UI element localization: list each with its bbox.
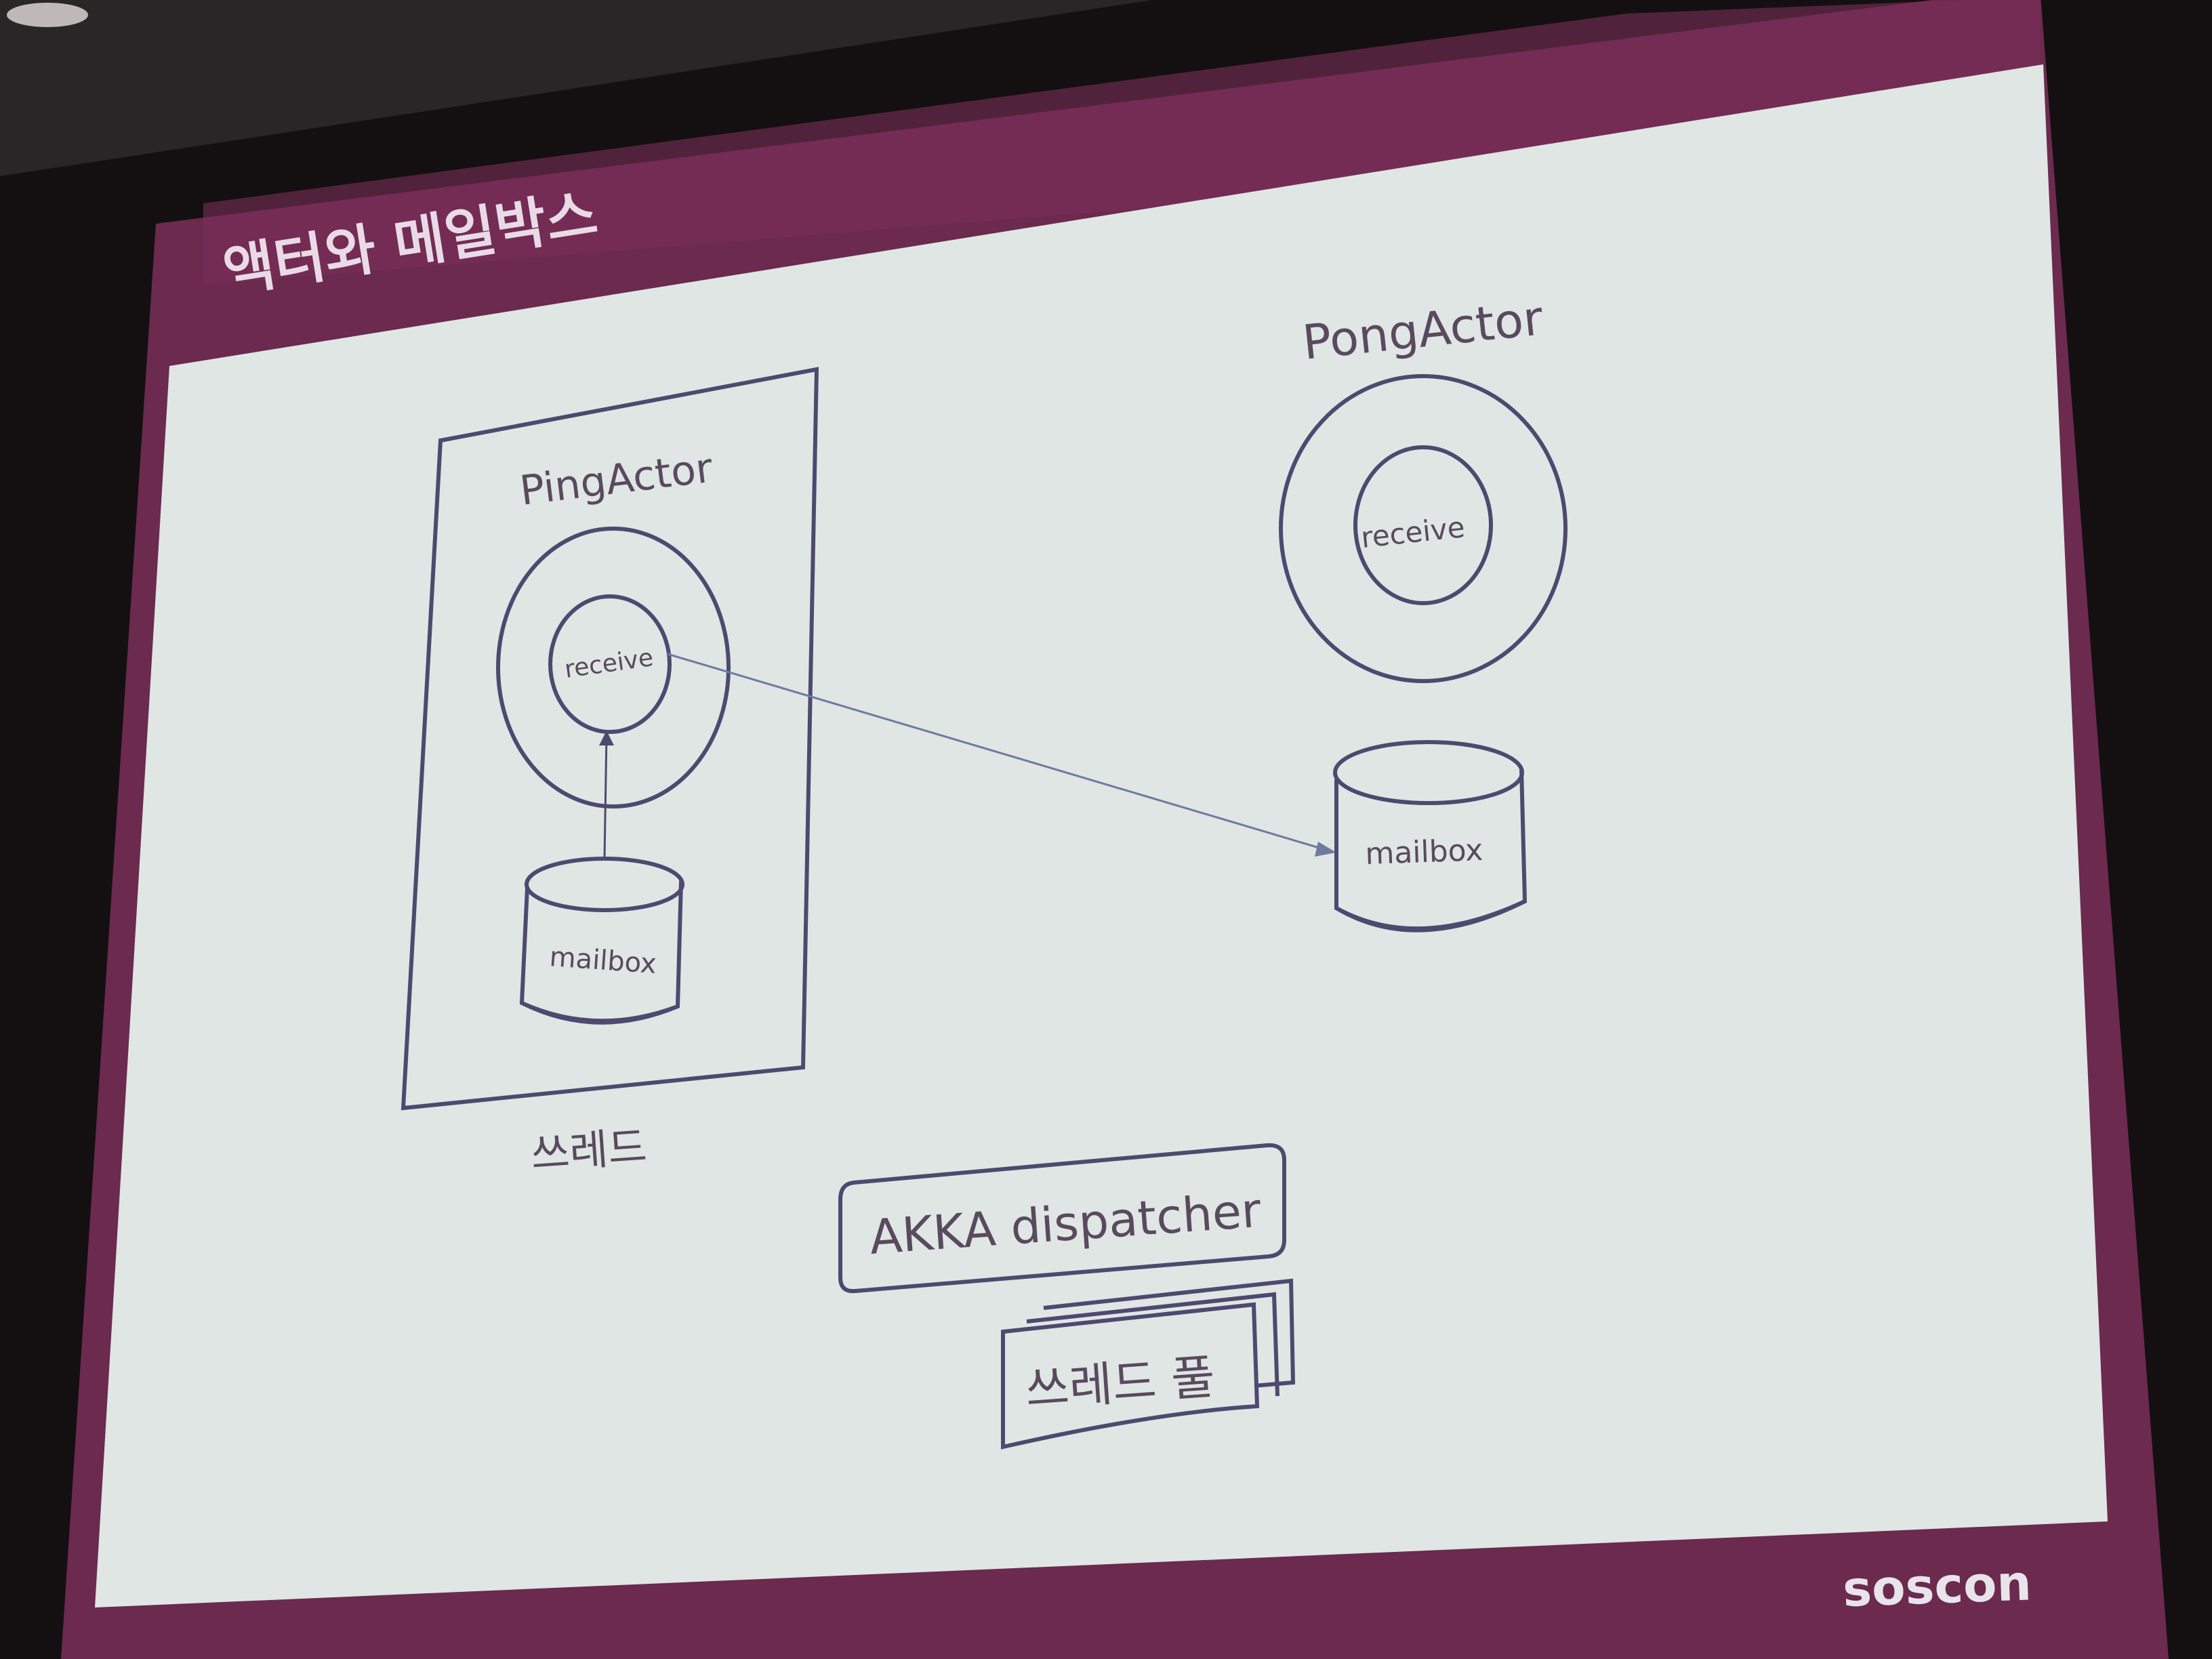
thread-pool-stack [1001,1278,1296,1450]
pong-actor-group [1279,374,1568,933]
ping-mailbox-label: mailbox [548,941,657,980]
slide-content-area [95,64,2108,1607]
pong-mailbox-label: mailbox [1365,833,1483,872]
ping-mailbox-cylinder [519,857,684,1025]
brand-logo: soscon [1842,1554,2032,1618]
ping-actor-group [401,367,819,1111]
mailbox-to-receive-arrow [603,735,608,858]
dispatcher-box [838,1143,1286,1294]
send-message-arrow [667,653,1336,857]
pong-mailbox-cylinder [1333,740,1528,933]
thread-box [401,367,819,1111]
pong-receive-circle [1353,445,1493,605]
ping-receive-circle [548,594,672,734]
pong-actor-outer-circle [1279,374,1568,683]
dispatcher-group [838,1143,1296,1450]
thread-pool-label: 쓰레드 풀 [1023,1349,1216,1418]
ping-actor-outer-circle [496,527,731,808]
thread-label: 쓰레드 [529,1122,649,1179]
